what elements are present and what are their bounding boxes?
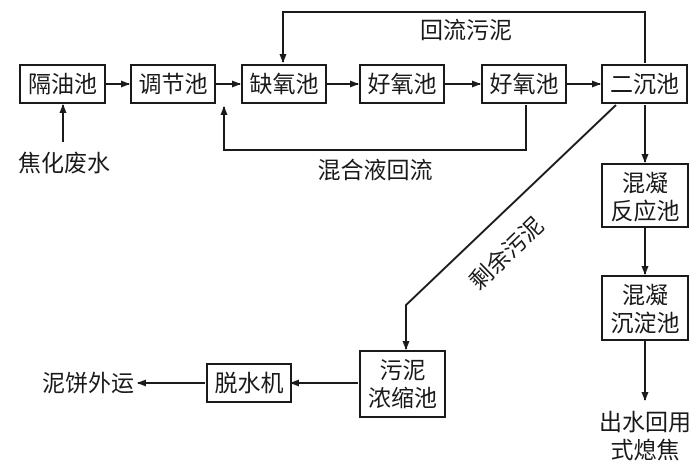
label-aerobic-tank-2: 好氧池 bbox=[490, 72, 559, 98]
label-cake-out: 泥饼外运 bbox=[42, 371, 134, 397]
label-input-wastewater: 焦化废水 bbox=[18, 151, 110, 177]
box-regulating-tank bbox=[130, 64, 216, 104]
box-dewatering-machine bbox=[206, 363, 292, 403]
label-secondary-clarifier: 二沉池 bbox=[610, 72, 679, 98]
label-anoxic-tank: 缺氧池 bbox=[250, 72, 319, 98]
box-coag-settling-tank bbox=[601, 275, 689, 341]
label-reuse-line2: 式熄焦 bbox=[611, 438, 680, 464]
label-coag-reaction-line1: 混凝 bbox=[622, 171, 668, 197]
box-anoxic-tank bbox=[241, 64, 327, 104]
label-return-sludge: 回流污泥 bbox=[420, 18, 512, 44]
return-sludge-line bbox=[279, 11, 646, 63]
box-aerobic-tank-1 bbox=[359, 64, 445, 104]
box-aerobic-tank-2 bbox=[481, 64, 567, 104]
label-regulating-tank: 调节池 bbox=[139, 72, 208, 98]
label-mixed-liquor-return: 混合液回流 bbox=[318, 158, 433, 184]
label-coag-settling-line1: 混凝 bbox=[622, 283, 668, 309]
label-coag-reaction-line2: 反应池 bbox=[611, 199, 680, 225]
label-oil-separator: 隔油池 bbox=[28, 72, 97, 98]
label-dewatering-machine: 脱水机 bbox=[215, 371, 284, 397]
box-coag-reaction-tank bbox=[601, 163, 689, 228]
label-aerobic-tank-1: 好氧池 bbox=[368, 72, 437, 98]
mixed-liquor-return-line bbox=[220, 105, 527, 151]
box-oil-separator bbox=[19, 64, 106, 104]
box-sludge-thickener bbox=[359, 350, 446, 418]
label-coag-settling-line2: 沉淀池 bbox=[611, 311, 680, 337]
label-sludge-thickener-line2: 浓缩池 bbox=[368, 386, 437, 412]
excess-sludge-line bbox=[402, 104, 617, 350]
label-sludge-thickener-line1: 污泥 bbox=[380, 358, 426, 384]
box-secondary-clarifier bbox=[601, 64, 688, 104]
label-excess-sludge: 剩余污泥 bbox=[465, 213, 549, 296]
label-reuse-line1: 出水回用 bbox=[599, 410, 691, 436]
